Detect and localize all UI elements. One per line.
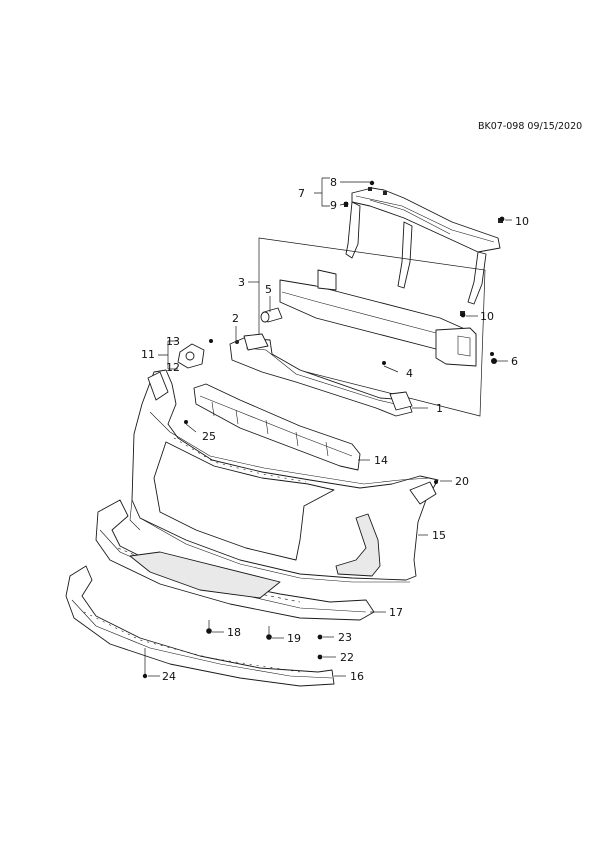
callout-17: 17 — [389, 606, 403, 619]
callout-18: 18 — [227, 626, 241, 639]
callout-10-upper: 10 — [515, 215, 529, 228]
callout-5: 5 — [265, 283, 272, 296]
upper-bumper-bracket — [229, 333, 413, 417]
callout-14: 14 — [374, 454, 388, 467]
leader-lines — [144, 177, 512, 677]
callout-7: 7 — [298, 187, 305, 200]
callout-16: 16 — [350, 670, 364, 683]
front-bumper-fascia — [129, 369, 439, 583]
callout-20: 20 — [455, 475, 469, 488]
callout-12: 12 — [166, 361, 180, 374]
bumper-reinforcement-beam — [279, 269, 477, 367]
callout-22: 22 — [340, 651, 354, 664]
callout-2: 2 — [232, 312, 239, 325]
callout-15: 15 — [432, 529, 446, 542]
callout-19: 19 — [287, 632, 301, 645]
callout-4: 4 — [406, 367, 413, 380]
callout-25: 25 — [202, 430, 216, 443]
upper-support-bracket — [344, 187, 503, 316]
callout-3: 3 — [238, 276, 245, 289]
callout-11: 11 — [141, 348, 155, 361]
callout-labels: 1 2 3 4 5 6 7 8 9 10 10 11 12 13 14 15 1… — [141, 176, 529, 683]
callout-23: 23 — [338, 631, 352, 644]
callout-9: 9 — [330, 199, 337, 212]
callout-24: 24 — [162, 670, 176, 683]
parking-sensor-bracket — [177, 339, 213, 369]
callout-6: 6 — [511, 355, 518, 368]
callout-10-lower: 10 — [480, 310, 494, 323]
diagram-reference-code: BK07-098 09/15/2020 — [478, 121, 583, 132]
assembly-box-outline — [258, 237, 486, 417]
callout-8: 8 — [330, 176, 337, 189]
fastener-6 — [490, 352, 497, 364]
lower-air-deflector — [95, 499, 375, 621]
crash-box-cylinder — [260, 307, 283, 323]
callout-13: 13 — [166, 335, 180, 348]
lower-spoiler — [65, 565, 335, 687]
lower-support-bracket — [193, 383, 361, 471]
callout-1: 1 — [436, 402, 443, 415]
